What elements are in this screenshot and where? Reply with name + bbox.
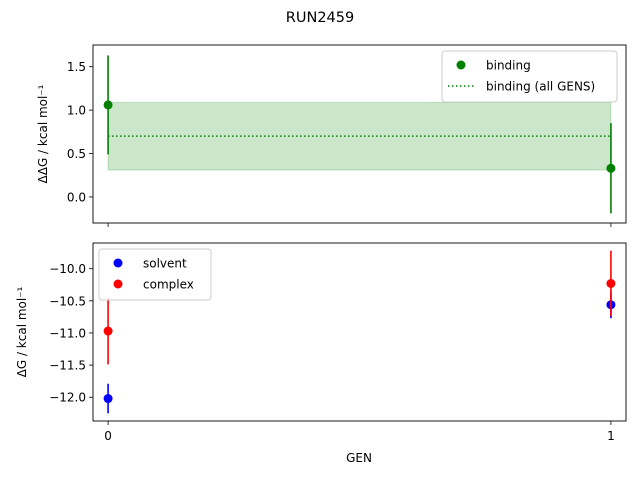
y-tick-label: 0.5 [67,147,86,161]
binding-point [606,163,616,173]
legend-label: binding (all GENS) [486,80,595,94]
y-axis-label: ΔG / kcal mol⁻¹ [15,286,29,377]
y-tick-label: −10.5 [49,294,86,308]
axes-frame [92,44,627,224]
legend-marker [456,60,466,70]
complex-point [103,326,113,336]
x-axis-label: GEN [346,451,372,465]
y-axis-label: ΔΔG / kcal mol⁻¹ [36,84,50,183]
legend-label: complex [143,278,194,292]
legend-marker [113,279,123,289]
legend-label: binding [486,59,531,73]
legend-label: solvent [143,257,187,271]
bottom-panel: −12.0 −11.5 −11.0 −10.5 −10.0 0 1 ΔG / kcal mol… [15,242,627,443]
y-tick-label: 1.0 [67,104,86,118]
axes-frame [92,242,627,422]
legend-box [98,248,212,301]
binding-point [103,100,113,110]
figure-title: RUN2459 [286,10,354,26]
y-tick-label: 1.5 [67,60,86,74]
legend-box [441,50,618,103]
complex-point [606,278,616,288]
y-tick-label: −11.5 [49,359,86,373]
solvent-point [103,394,113,404]
y-tick-label: 0.0 [67,190,86,204]
confidence-band [107,101,612,171]
y-tick-label: −11.0 [49,326,86,340]
y-tick-label: −10.0 [49,262,86,276]
x-tick-label: 1 [607,429,615,443]
y-tick-label: −12.0 [49,391,86,405]
legend-marker [113,258,123,268]
x-tick-label: 0 [104,429,112,443]
